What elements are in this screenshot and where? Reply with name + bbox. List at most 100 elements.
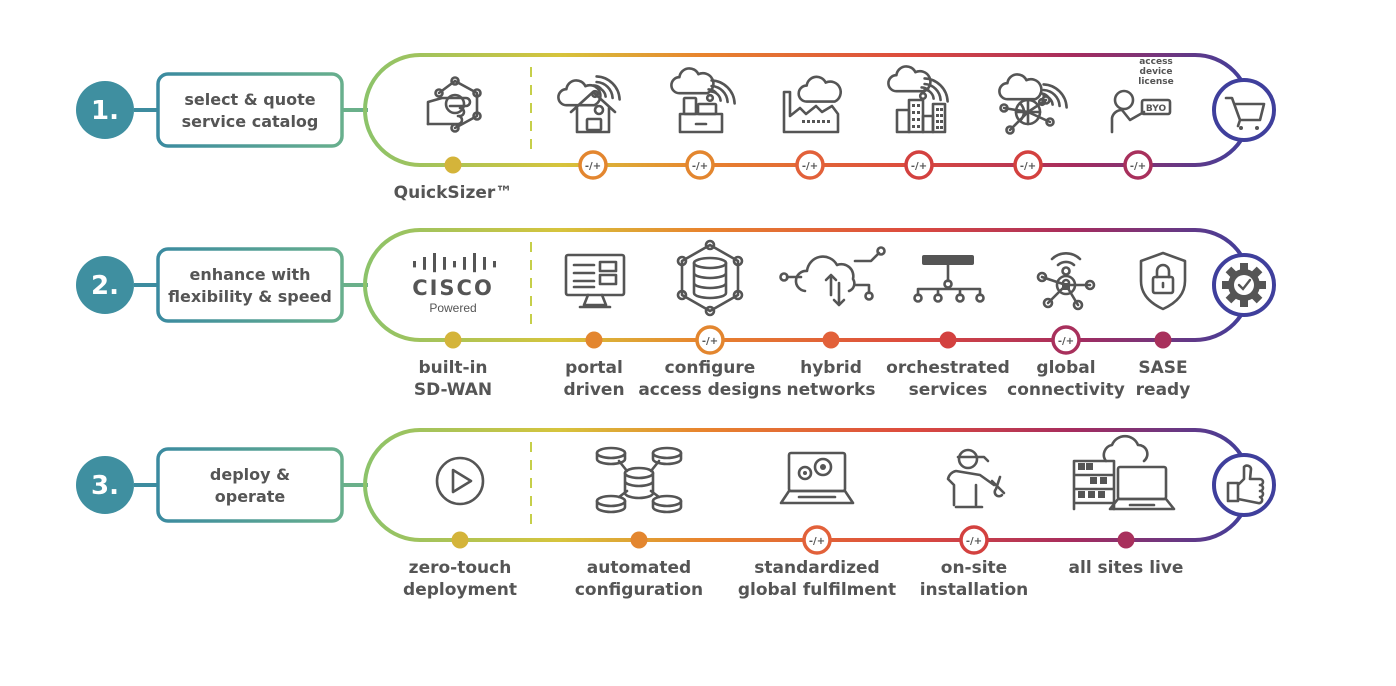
optional-marker-text: -/+ [1020,161,1036,172]
stop-dot [822,331,840,349]
step-title-text: flexibility & speed [168,287,332,306]
technician-wrench-icon [946,448,1006,509]
stop-dot [1154,331,1172,349]
hand-touch-network-icon [426,76,482,133]
stop-label: services [909,380,988,400]
stop-dot [444,331,462,349]
optional-marker [904,150,934,180]
optional-marker [578,150,608,180]
global-network-wifi-icon [998,73,1068,135]
end-circle [1212,453,1276,517]
gear-check-icon [1222,263,1266,307]
laptop-gears-icon [779,451,855,505]
stop-label: hybrid [800,358,862,378]
stop-label: zero-touch [409,558,512,578]
process-track [363,53,1252,167]
optional-marker [795,150,825,180]
stop-label: orchestrated [886,358,1010,378]
step-number: 1. [91,96,119,126]
step-title-text: enhance with [189,265,310,284]
stop-label: SD-WAN [414,380,492,400]
stop-label: networks [787,380,876,400]
step-number-badge [76,81,134,139]
stop-label: access designs [638,380,781,400]
optional-marker [959,525,989,555]
process-stop: -/+ [782,75,842,180]
step-number-badge [76,256,134,314]
process-stop: -/+ [998,73,1068,180]
stop-label: global fulfilment [738,580,896,600]
stop-label: QuickSizer™ [394,183,513,203]
step-number: 2. [91,271,119,301]
stop-label: driven [563,380,624,400]
stop-dot [630,531,648,549]
stop-label: global [1036,358,1095,378]
cisco-logo-text: CISCO [412,276,494,300]
optional-marker-text: -/+ [1130,161,1146,172]
stop-label: deployment [403,580,517,600]
optional-marker [1051,325,1081,355]
retail-register-wifi-icon [670,67,736,134]
optional-marker-text: -/+ [1058,336,1074,347]
home-office-wifi-icon [557,75,621,134]
stop-label: installation [920,580,1029,600]
shopping-cart-icon [1224,96,1266,130]
play-circle-icon [435,456,485,506]
stop-dot [585,331,603,349]
cisco-powered-text: Powered [429,301,476,315]
step-title-text: deploy & [210,465,290,484]
stop-label: built-in [418,358,487,378]
process-stop: -/+ [887,65,949,180]
process-track [363,428,1252,542]
stop-label: on-site [941,558,1007,578]
optional-marker [685,150,715,180]
optional-marker [1013,150,1043,180]
stop-dot [444,156,462,174]
optional-marker [695,325,725,355]
process-row-2: 2. enhance with flexibility & speed CISCOPo… [76,228,1276,400]
optional-marker-text: -/+ [911,161,927,172]
orchestration-tree-icon [913,255,985,303]
step-title-box [156,447,344,523]
byo-badge-text: BYO [1146,104,1167,114]
stop-label: all sites live [1069,558,1184,578]
stop-label: standardized [754,558,879,578]
warehouse-cloud-laptop-icon [1072,434,1176,511]
optional-marker-text: -/+ [702,336,718,347]
hybrid-cloud-icon [779,246,886,307]
process-stop: -/+ [557,75,621,180]
stop-label: portal [565,358,623,378]
factory-cloud-icon [782,75,842,134]
optional-marker [802,525,832,555]
optional-marker-text: -/+ [585,161,601,172]
process-stop: QuickSizer™ [394,76,513,203]
stop-label: configuration [575,580,703,600]
step-title-box [156,72,344,148]
optional-marker-text: -/+ [802,161,818,172]
step-title-text: select & quote [184,90,315,109]
stop-dot [939,331,957,349]
end-circle [1212,78,1276,142]
optional-marker-text: -/+ [692,161,708,172]
shield-lock-icon [1139,251,1187,311]
distributed-database-icon [595,446,683,514]
portal-monitor-icon [564,253,626,309]
process-stop: -/+ [670,67,736,180]
step-title-text: operate [215,487,286,506]
stop-dot [1117,531,1135,549]
process-row-3: 3.deploy &operatezero-touchdeploymentaut… [76,428,1276,600]
